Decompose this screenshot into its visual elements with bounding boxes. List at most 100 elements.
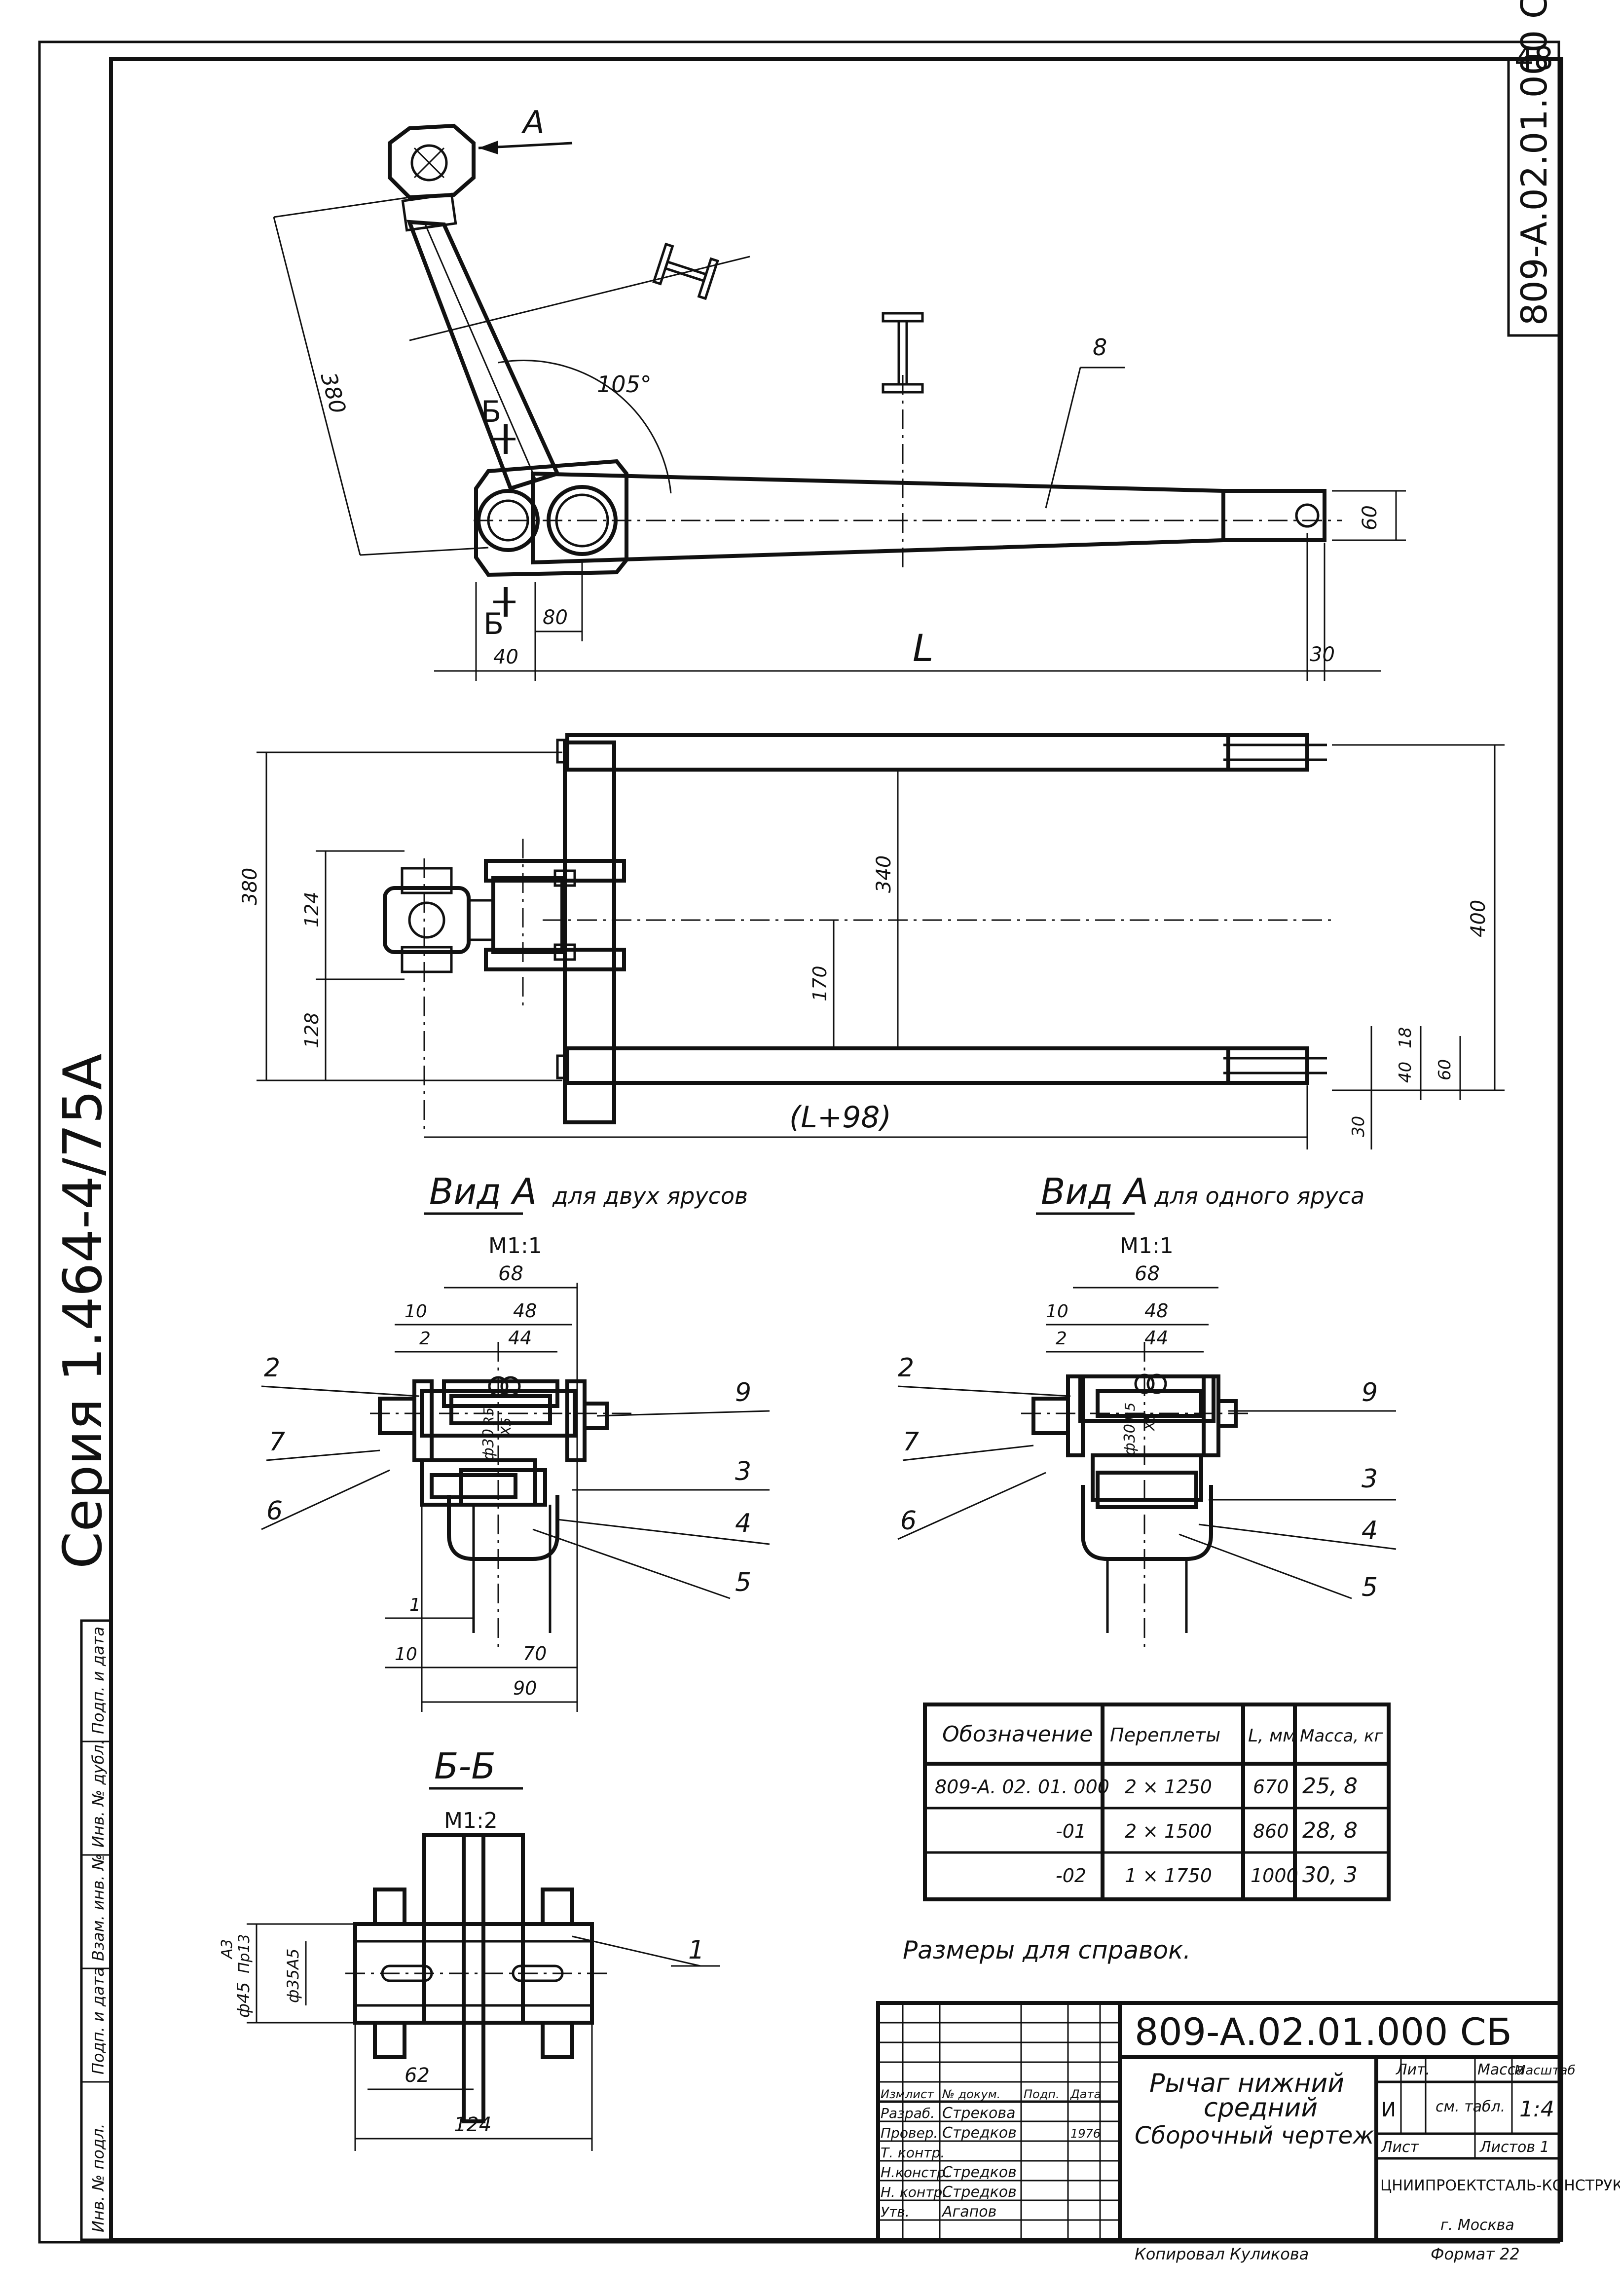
top-view: 105° А Б Б 8 380 40 80 L 30 60	[273, 105, 1406, 681]
tb-role-3: Т. контр.	[881, 2145, 945, 2161]
spec-r2-c3: 860	[1253, 1820, 1289, 1842]
tb-scale-label: Масштаб	[1514, 2063, 1576, 2078]
plan-dim-40: 40	[1396, 1062, 1415, 1083]
va2-callout-3: 3	[735, 1457, 751, 1486]
spec-h-1: Обозначение	[942, 1722, 1093, 1747]
va2-r: R5	[480, 1407, 497, 1426]
dim-length: L	[913, 626, 933, 670]
plan-dim-upper: 124	[301, 891, 323, 927]
va2-w48: 48	[513, 1300, 537, 1322]
tb-scale: 1:4	[1519, 2097, 1554, 2122]
va2-callout-6: 6	[266, 1496, 283, 1526]
va2-callout-7: 7	[269, 1427, 285, 1457]
tb-col-list: лист	[905, 2087, 934, 2101]
copied-by: Копировал Куликова	[1135, 2245, 1309, 2263]
view-a-two-tiers: Вид А для двух ярусов М1:1 68 48 10 44 2…	[261, 1171, 770, 1712]
section-bb-w62: 62	[405, 2064, 430, 2087]
reference-note: Размеры для справок.	[903, 1936, 1191, 1964]
tb-date: 1976	[1070, 2127, 1101, 2141]
va1-callout-6: 6	[900, 1506, 917, 1536]
va1-w2: 2	[1056, 1329, 1067, 1349]
view-a-one-title: Вид А	[1041, 1171, 1148, 1212]
section-bb-title: Б-Б	[434, 1745, 496, 1787]
spec-table: Обозначение Переплеты L, мм Масса, кг 80…	[923, 1703, 1391, 1901]
tb-col-sign: Подп.	[1024, 2087, 1060, 2101]
section-bb-w124: 124	[454, 2113, 491, 2136]
plan-dim-outer: 400	[1467, 900, 1490, 937]
va1-callout-5: 5	[1362, 1573, 1378, 1602]
tb-role-2: Провер.	[881, 2125, 938, 2141]
tb-mass-label: Масса	[1477, 2061, 1525, 2078]
spec-r1-c4: 25, 8	[1302, 1774, 1358, 1799]
section-bb: Б-Б М1:2 1 ф45 Пр13 А3 ф35А5 62 124	[219, 1745, 720, 2151]
va1-w68: 68	[1135, 1262, 1160, 1285]
view-a-one-tier: Вид А для одного яруса М1:1 68 48 10 44 …	[897, 1171, 1397, 1653]
side-stamp: Инв. № подл. Подп. и дата Взам. инв. № И…	[80, 1619, 112, 2241]
stamp-field-3: Взам. инв. №	[89, 1854, 108, 1961]
spec-r2-c4: 28, 8	[1302, 1818, 1358, 1843]
tb-lit: И	[1381, 2099, 1396, 2121]
section-mark-top: Б	[481, 395, 501, 429]
va2-w2: 2	[419, 1329, 431, 1349]
spec-h-4: Масса, кг	[1300, 1726, 1384, 1746]
inner-frame	[109, 57, 1563, 2242]
arrow-a-label: А	[521, 105, 545, 141]
va1-r: R5	[1122, 1403, 1138, 1421]
doc-code-box	[1507, 58, 1563, 337]
dim-offset: 80	[543, 606, 568, 629]
dim-arm: 380	[315, 370, 350, 416]
tb-code: 809-А.02.01.000 СБ	[1135, 2010, 1512, 2054]
tb-person-6: Агапов	[941, 2203, 996, 2221]
tb-col-doc: № докум.	[941, 2087, 1000, 2101]
view-a-two-subtitle: для двух ярусов	[552, 1183, 748, 1209]
plan-dim-total: 380	[239, 868, 261, 905]
section-bb-callout: 1	[688, 1935, 704, 1965]
section-bb-a3: А3	[219, 1939, 236, 1960]
va2-callout-2: 2	[264, 1353, 280, 1383]
va2-bot70: 70	[523, 1643, 547, 1665]
va2-bot90: 90	[513, 1677, 537, 1699]
tb-role-1: Разраб.	[881, 2105, 935, 2121]
spec-r3-c4: 30, 3	[1302, 1862, 1358, 1888]
view-a-one-subtitle: для одного яруса	[1154, 1183, 1364, 1209]
tb-col-date: Дата	[1070, 2087, 1101, 2101]
spec-r3-c1: -02	[1056, 1865, 1086, 1887]
plan-dim-center: 170	[809, 965, 831, 1001]
tb-person-2: Стредков	[942, 2124, 1017, 2142]
spec-r2-c1: -01	[1056, 1820, 1086, 1842]
va1-callout-9: 9	[1362, 1378, 1378, 1407]
va2-bot1: 1	[409, 1595, 421, 1615]
va2-w44: 44	[508, 1327, 532, 1349]
va2-w10: 10	[405, 1301, 427, 1322]
tb-name-1: Рычаг нижний	[1149, 2069, 1344, 2098]
tb-mass: см. табл.	[1436, 2098, 1505, 2115]
plan-dim-18: 18	[1396, 1027, 1415, 1048]
view-a-two-scale: М1:1	[488, 1233, 542, 1259]
dim-height: 60	[1359, 505, 1381, 530]
va2-callout-9: 9	[735, 1378, 751, 1407]
tb-role-6: Утв.	[881, 2204, 910, 2220]
va1-callout-7: 7	[903, 1427, 919, 1457]
spec-h-3: L, мм	[1248, 1726, 1296, 1746]
tb-role-4: Н.констр.	[881, 2164, 950, 2181]
angle-label: 105°	[597, 371, 652, 398]
section-mark-bottom: Б	[483, 607, 504, 641]
tb-person-4: Стредков	[942, 2164, 1017, 2181]
va2-fit: X5	[498, 1417, 514, 1437]
section-bb-scale: М1:2	[444, 1808, 498, 1833]
va1-w10: 10	[1046, 1301, 1068, 1322]
spec-h-2: Переплеты	[1110, 1724, 1220, 1746]
tb-lit-label: Лит.	[1396, 2061, 1430, 2078]
plan-dim-inner: 340	[873, 855, 895, 893]
stamp-field-2: Подп. и дата	[89, 1967, 108, 2074]
part-8-label: 8	[1093, 334, 1107, 361]
dim-left: 40	[493, 646, 518, 668]
doc-code-vertical: 809-A.02.01.000 СБ	[1513, 0, 1555, 326]
dim-right: 30	[1310, 643, 1335, 666]
va2-hole: ф30	[480, 1429, 497, 1460]
va1-callout-4: 4	[1362, 1516, 1378, 1546]
va1-w44: 44	[1144, 1327, 1168, 1349]
va2-callout-5: 5	[735, 1568, 751, 1597]
spec-r1-c1: 809-А. 02. 01. 000	[935, 1776, 1109, 1798]
